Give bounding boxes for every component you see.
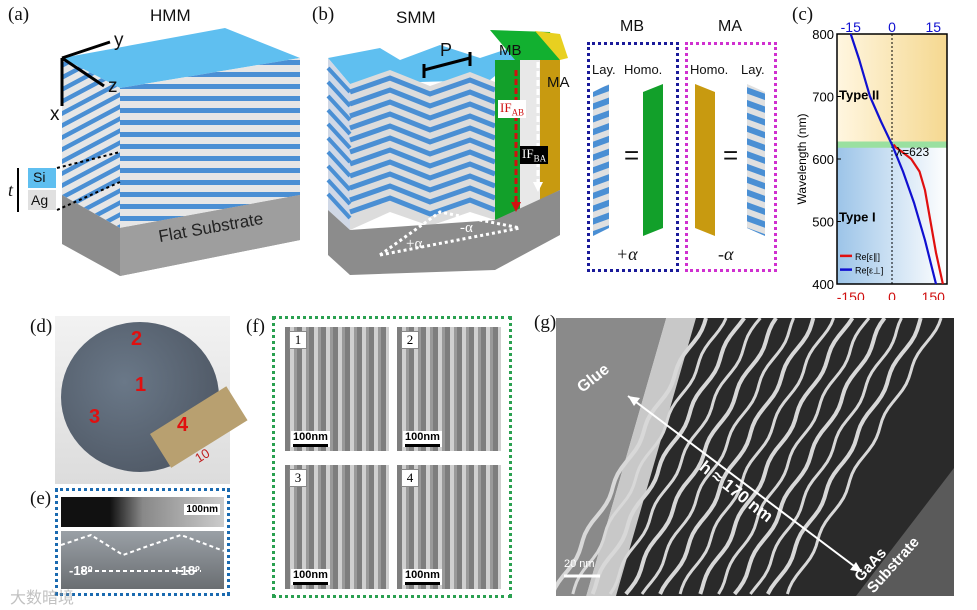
y-tick-700: 700: [812, 90, 834, 105]
y-axis-label: Wavelength (nm): [795, 114, 809, 205]
sem-number-4: 4: [401, 469, 419, 487]
y-tick-800: 800: [812, 27, 834, 42]
sem-grid-box: 1 100nm 2 100nm 3 100nm 4 100nm: [272, 316, 512, 598]
mb-layered-slab: [593, 84, 609, 236]
tem-scale-label: 20 nm: [564, 558, 595, 570]
sem-number-1: 1: [289, 331, 307, 349]
top-x-tick: -15: [841, 20, 861, 35]
if-ab-label: IFAB: [498, 100, 527, 118]
bottom-x-tick: 0: [888, 289, 896, 300]
wafer-point-2: 2: [131, 328, 143, 350]
type1-label: Type I: [839, 210, 876, 225]
sem-image-4: 4 100nm: [397, 465, 501, 589]
axis-z-label: z: [108, 76, 118, 97]
thickness-t-label: t: [8, 180, 14, 200]
ma-equals: =: [723, 140, 739, 170]
lambda-label: λ=623: [896, 145, 929, 159]
sem-scale-1: 100nm: [291, 431, 330, 447]
panel-label-d: (d): [30, 316, 53, 337]
angle-minus18: -18º: [69, 563, 93, 578]
watermark: 大数暗境: [10, 590, 75, 607]
wafer-point-3: 3: [89, 406, 101, 428]
sem-number-2: 2: [401, 331, 419, 349]
mb-homo-slab: [643, 84, 663, 236]
hmm-side-face: [62, 58, 120, 228]
y-tick-500: 500: [812, 215, 834, 230]
y-tick-400: 400: [812, 277, 834, 292]
hmm-title: HMM: [150, 6, 191, 25]
wafer-point-1: 1: [135, 374, 147, 396]
panel-label-b: (b): [312, 4, 335, 25]
mb-lay-label: Lay.: [592, 62, 616, 77]
cross-section-scale: 100nm: [184, 504, 220, 515]
top-x-tick: 15: [925, 20, 941, 35]
ag-label: Ag: [31, 192, 49, 208]
smm-title: SMM: [396, 8, 436, 27]
sem-scale-2: 100nm: [403, 431, 442, 447]
panel-label-f: (f): [246, 316, 265, 337]
axis-x-label: x: [50, 104, 60, 125]
cross-section-bottom-image: -18º +18º: [61, 531, 224, 589]
ma-box: [685, 42, 777, 272]
panel-label-e: (e): [30, 488, 52, 509]
top-x-tick: 0: [888, 20, 896, 35]
panel-label-a: (a): [8, 4, 30, 25]
mb-title: MB: [620, 18, 644, 35]
ma-title: MA: [718, 18, 742, 35]
series-line-2: [849, 33, 938, 285]
type2-label: Type II: [839, 88, 879, 103]
mb-box: [587, 42, 679, 272]
mb-angle-label: +α: [616, 244, 638, 264]
ma-lay-label: Lay.: [741, 62, 765, 77]
series-line-1: [892, 143, 944, 285]
period-p-label: P: [440, 40, 453, 60]
legend-label-1: Re[ε∥]: [855, 252, 880, 262]
si-label: Si: [33, 169, 46, 185]
hmm-front-face: [120, 58, 300, 228]
sem-scale-4: 100nm: [403, 569, 442, 585]
ma-angle-label: -α: [718, 244, 734, 264]
mb-homo-label: Homo.: [624, 62, 663, 77]
sem-scale-3: 100nm: [291, 569, 330, 585]
legend-label-2: Re[ε⊥]: [855, 266, 883, 276]
sem-image-3: 3 100nm: [285, 465, 389, 589]
cross-section-box: 100nm -18º +18º: [55, 488, 230, 596]
tem-image: Glue h ≈ 170 nm GaAs Substrate 20 nm: [556, 318, 954, 596]
panel-label-c: (c): [792, 4, 814, 25]
ma-homo-label: Homo.: [690, 62, 729, 77]
sem-number-3: 3: [289, 469, 307, 487]
bottom-x-tick: 150: [922, 289, 946, 300]
sem-image-2: 2 100nm: [397, 327, 501, 451]
cross-section-top-image: 100nm: [61, 497, 224, 527]
wafer-photo: 10 2 1 3 4: [55, 316, 248, 484]
hmm-top-face: [62, 28, 300, 88]
ma-slab-label: MA: [547, 74, 570, 91]
ma-layered-slab: [747, 84, 765, 236]
bottom-x-tick: -150: [837, 289, 865, 300]
angle-plus18: +18º: [173, 563, 200, 578]
hmm-diagram: [17, 28, 300, 276]
ma-homo-slab: [695, 84, 715, 236]
mb-slab-label: MB: [499, 42, 522, 59]
y-tick-600: 600: [812, 152, 834, 167]
if-ba-label: IFBA: [520, 146, 549, 164]
sem-image-1: 1 100nm: [285, 327, 389, 451]
wafer-point-4: 4: [177, 414, 189, 436]
axis-y-label: y: [114, 30, 124, 51]
mb-equals: =: [624, 140, 640, 170]
minus-alpha-label: -α: [460, 220, 473, 236]
panel-label-g: (g): [534, 312, 557, 333]
mb-ma-slabs: [593, 84, 765, 236]
plus-alpha-label: +α: [406, 236, 423, 252]
